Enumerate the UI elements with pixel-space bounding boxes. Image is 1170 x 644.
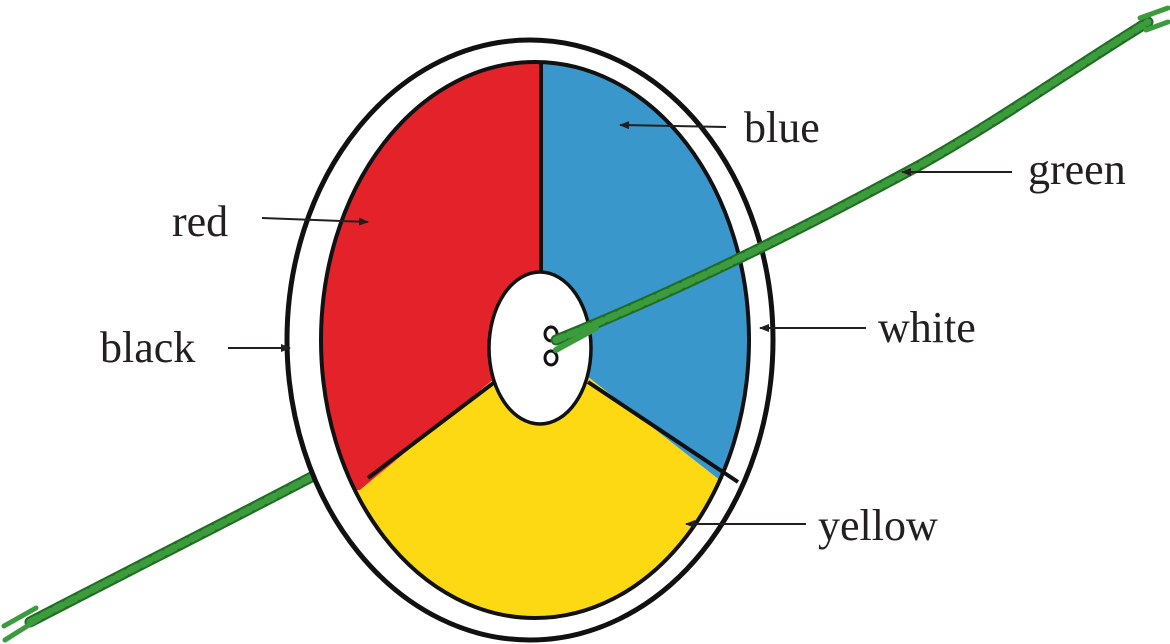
label-yellow: yellow: [818, 501, 938, 550]
label-black: black: [100, 323, 195, 372]
label-white: white: [878, 303, 976, 352]
center-hub: [489, 272, 591, 424]
label-red: red: [172, 197, 228, 246]
label-green: green: [1028, 145, 1126, 194]
label-blue: blue: [744, 103, 820, 152]
string-lower-segment: [4, 462, 340, 640]
